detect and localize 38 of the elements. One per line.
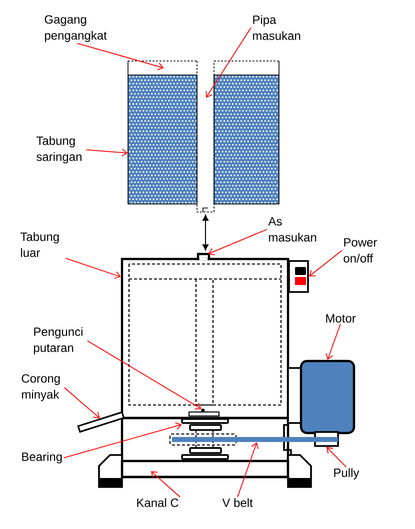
- outer-tube: [120, 258, 290, 420]
- inlet-shaft: [196, 252, 210, 260]
- callout-label: Pully: [334, 468, 360, 480]
- leader-line: [150, 471, 181, 498]
- channel: [120, 460, 290, 478]
- leader-line: [63, 422, 182, 458]
- leader-line: [86, 340, 202, 410]
- leader-line: [237, 442, 259, 498]
- leader-line: [208, 228, 268, 256]
- callout-label: Power on/off: [344, 238, 377, 263]
- leader-line: [86, 148, 128, 156]
- callout-label: Kanal C: [137, 498, 178, 507]
- callout-label: V belt: [222, 498, 253, 507]
- callout-label: Pipa masukan: [253, 15, 300, 40]
- callout-label: Tabung luar: [20, 232, 59, 257]
- callout-label: As masukan: [268, 217, 316, 242]
- handle-band: [128, 60, 280, 76]
- leader-line: [326, 323, 341, 360]
- v-belt: [172, 437, 338, 442]
- callout-label: Bearing: [22, 452, 62, 464]
- double-arrow: [202, 214, 208, 250]
- callout-label: Gagang pengangkat: [44, 15, 107, 42]
- leader-line: [206, 27, 252, 98]
- callout-label: Pengunci putaran: [34, 327, 82, 354]
- filter-tube: [128, 74, 280, 204]
- leader-line: [64, 258, 121, 279]
- bearing: [181, 418, 229, 431]
- leader-line: [64, 387, 100, 418]
- inlet-pipe: [196, 60, 214, 212]
- oil-funnel: [77, 411, 125, 433]
- leader-line: [326, 446, 347, 468]
- callout-label: Corong minyak: [22, 374, 60, 402]
- motor: [300, 360, 356, 434]
- leader-line: [308, 250, 342, 276]
- callout-label: Motor: [326, 314, 356, 323]
- power-switch: [288, 260, 309, 293]
- callout-label: Tabung saringan: [36, 136, 82, 164]
- leader-line: [76, 42, 164, 70]
